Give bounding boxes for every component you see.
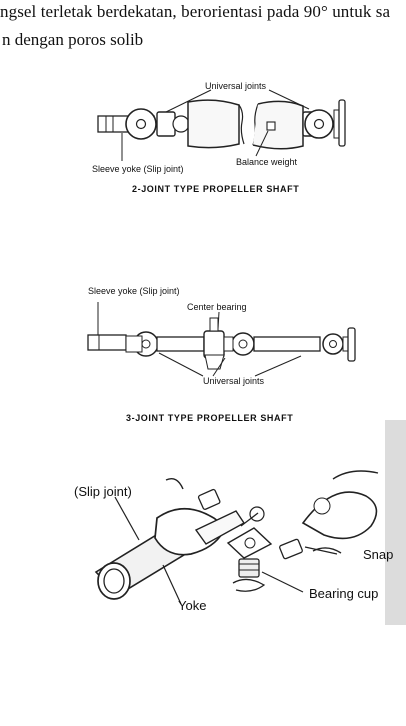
- figure-3-joint-propeller-shaft: Sleeve yoke (Slip joint) Center bearing …: [0, 278, 406, 428]
- label-snap: Snap: [363, 547, 394, 562]
- label-universal-joints-2: Universal joints: [203, 376, 265, 386]
- label-universal-joints-1: Universal joints: [205, 81, 267, 91]
- caption-2-joint: 2-JOINT TYPE PROPELLER SHAFT: [132, 184, 300, 194]
- label-sleeve-yoke-1: Sleeve yoke (Slip joint): [92, 164, 184, 174]
- universal-joint-drawing: [78, 420, 406, 625]
- paragraph-line-1: ngsel terletak berdekatan, berorientasi …: [0, 2, 391, 21]
- label-sleeve-yoke-2: Sleeve yoke (Slip joint): [88, 286, 180, 296]
- label-slip-joint: (Slip joint): [74, 484, 132, 499]
- caption-3-joint: 3-JOINT TYPE PROPELLER SHAFT: [126, 413, 294, 423]
- paragraph-line-2: n dengan poros solib: [2, 30, 144, 49]
- propeller-shaft-drawing-1: [97, 89, 346, 161]
- figure-universal-joint-exploded: (Slip joint) Yoke Snap Bearing cup: [0, 420, 406, 625]
- label-balance-weight: Balance weight: [236, 157, 298, 167]
- label-yoke: Yoke: [178, 598, 207, 613]
- figure-2-joint-propeller-shaft: Universal joints Sleeve yoke (Slip joint…: [0, 60, 406, 200]
- propeller-shaft-drawing-2: [87, 302, 356, 377]
- label-bearing-cup: Bearing cup: [309, 586, 379, 601]
- label-center-bearing: Center bearing: [187, 302, 247, 312]
